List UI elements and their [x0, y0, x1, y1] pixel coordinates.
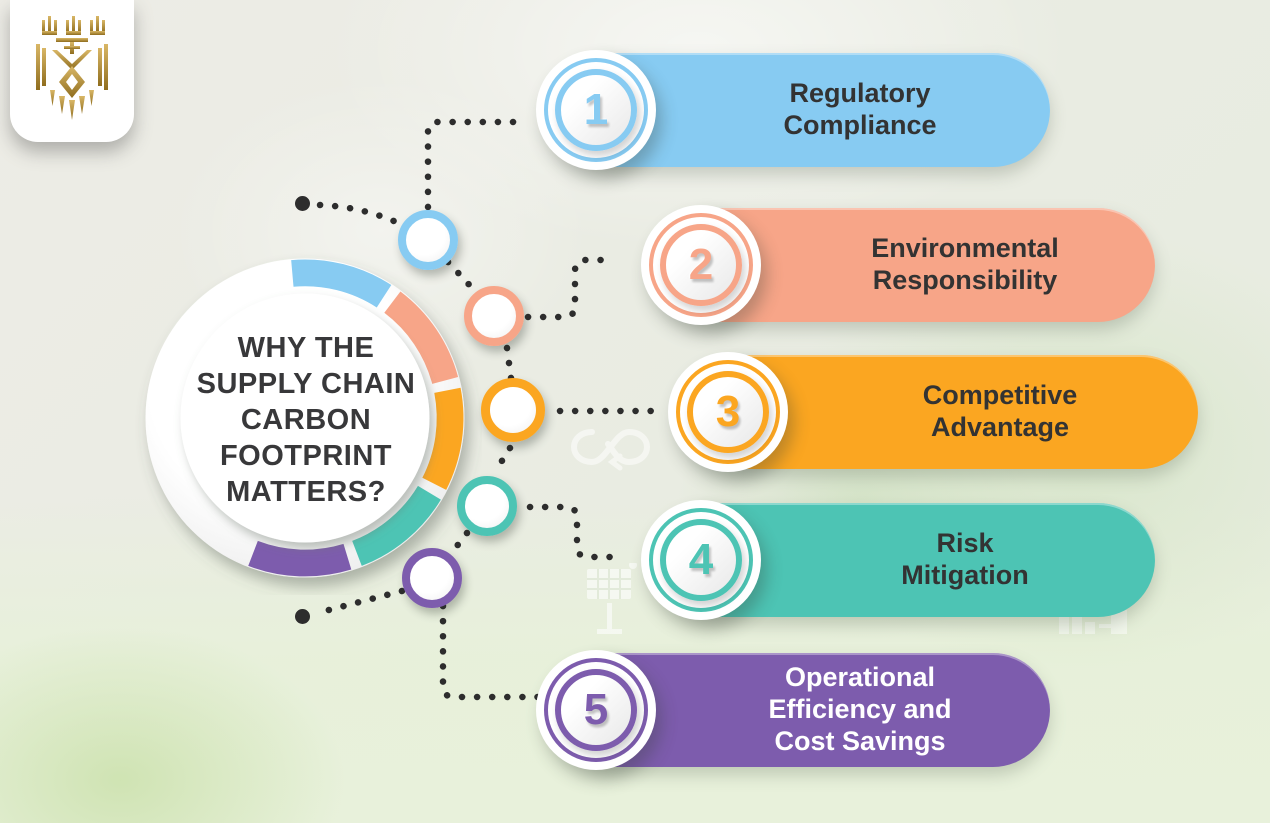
connector-node1-to-pill1 — [424, 118, 522, 211]
badge-outer-ring: 1 — [544, 58, 648, 162]
pill-label: Operational Efficiency and Cost Savings — [768, 662, 952, 756]
solar-panel-icon — [587, 563, 637, 634]
gold-crest-icon — [36, 16, 108, 120]
connector-node-2 — [464, 286, 524, 346]
badge-inner-ring: 5 — [555, 669, 637, 751]
badge-number: 4 — [688, 535, 714, 584]
number-badge-3: 3 — [668, 352, 788, 472]
number-badge-1: 1 — [536, 50, 656, 170]
arc-segment-4 — [351, 485, 441, 566]
infinity-icon — [570, 428, 651, 471]
badge-outer-ring: 2 — [649, 213, 753, 317]
badge-number: 2 — [688, 240, 714, 289]
number-badge-4: 4 — [641, 500, 761, 620]
connector-node-4 — [457, 476, 517, 536]
chain-end-dot-top — [295, 196, 310, 211]
connector-node-3 — [481, 378, 545, 442]
segment-arcs — [248, 259, 464, 577]
pill-label: Regulatory Compliance — [783, 78, 937, 140]
badge-inner-ring: 3 — [687, 371, 769, 453]
badge-number: 1 — [583, 85, 609, 134]
brand-logo — [10, 0, 134, 142]
chain-end-dot-bottom — [295, 609, 310, 624]
number-badge-5: 5 — [536, 650, 656, 770]
page-title: WHY THE SUPPLY CHAIN CARBON FOOTPRINT MA… — [196, 332, 416, 508]
arc-segment-5 — [248, 540, 352, 577]
badge-inner-ring: 2 — [660, 224, 742, 306]
arc-segment-3 — [422, 387, 464, 490]
pill-label: Environmental Responsibility — [871, 233, 1059, 295]
center-circle — [145, 258, 465, 578]
connector-node-5 — [402, 548, 462, 608]
badge-inner-ring: 1 — [555, 69, 637, 151]
connector-node5-to-pill5 — [439, 602, 544, 701]
connector-node2-to-node3 — [503, 344, 515, 382]
connector-node2-to-pill2 — [524, 256, 619, 321]
arc-segment-2 — [384, 291, 459, 385]
arc-segment-1 — [291, 259, 392, 308]
connector-node4-to-pill4 — [526, 503, 620, 561]
badge-outer-ring: 3 — [676, 360, 780, 464]
connector-node-1 — [398, 210, 458, 270]
badge-number: 5 — [583, 685, 609, 734]
badge-number: 3 — [715, 387, 741, 436]
pill-label: Competitive Advantage — [922, 380, 1078, 442]
badge-outer-ring: 5 — [544, 658, 648, 762]
badge-outer-ring: 4 — [649, 508, 753, 612]
badge-inner-ring: 4 — [660, 519, 742, 601]
pill-label: Risk Mitigation — [901, 528, 1029, 590]
number-badge-2: 2 — [641, 205, 761, 325]
connector-node3-to-node4 — [491, 444, 514, 476]
